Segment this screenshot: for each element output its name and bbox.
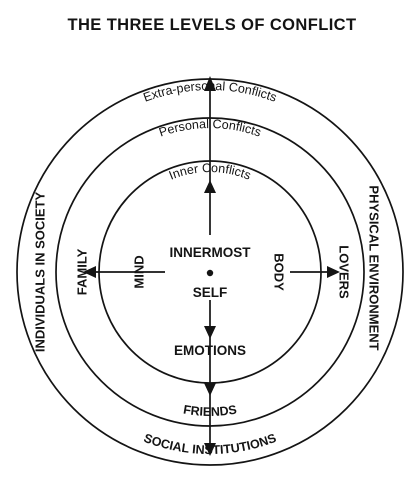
inner-ring-top-label: Inner Conflicts bbox=[167, 161, 253, 183]
center-dot bbox=[206, 269, 214, 277]
arrow-left bbox=[83, 266, 165, 278]
middle-ring-bottom-label: FRIENDS bbox=[182, 403, 238, 419]
lovers-label: LOVERS bbox=[337, 245, 352, 299]
mind-label: MIND bbox=[132, 255, 147, 288]
arrow-down bbox=[204, 300, 216, 456]
individuals-in-society-label: INDIVIDUALS IN SOCIETY bbox=[33, 192, 48, 353]
diagram-title: THE THREE LEVELS OF CONFLICT bbox=[68, 16, 357, 34]
inner-conflicts-label: Inner Conflicts bbox=[167, 161, 253, 183]
family-label: FAMILY bbox=[75, 248, 90, 295]
friends-label: FRIENDS bbox=[182, 403, 238, 419]
physical-environment-label: PHYSICAL ENVIRONMENT bbox=[367, 185, 382, 350]
arrow-up bbox=[204, 76, 216, 235]
body-label: BODY bbox=[272, 253, 287, 291]
emotions-label: EMOTIONS bbox=[174, 343, 246, 358]
arrow-right bbox=[290, 266, 340, 278]
innermost-label: INNERMOST bbox=[170, 245, 252, 260]
self-label: SELF bbox=[193, 285, 228, 300]
